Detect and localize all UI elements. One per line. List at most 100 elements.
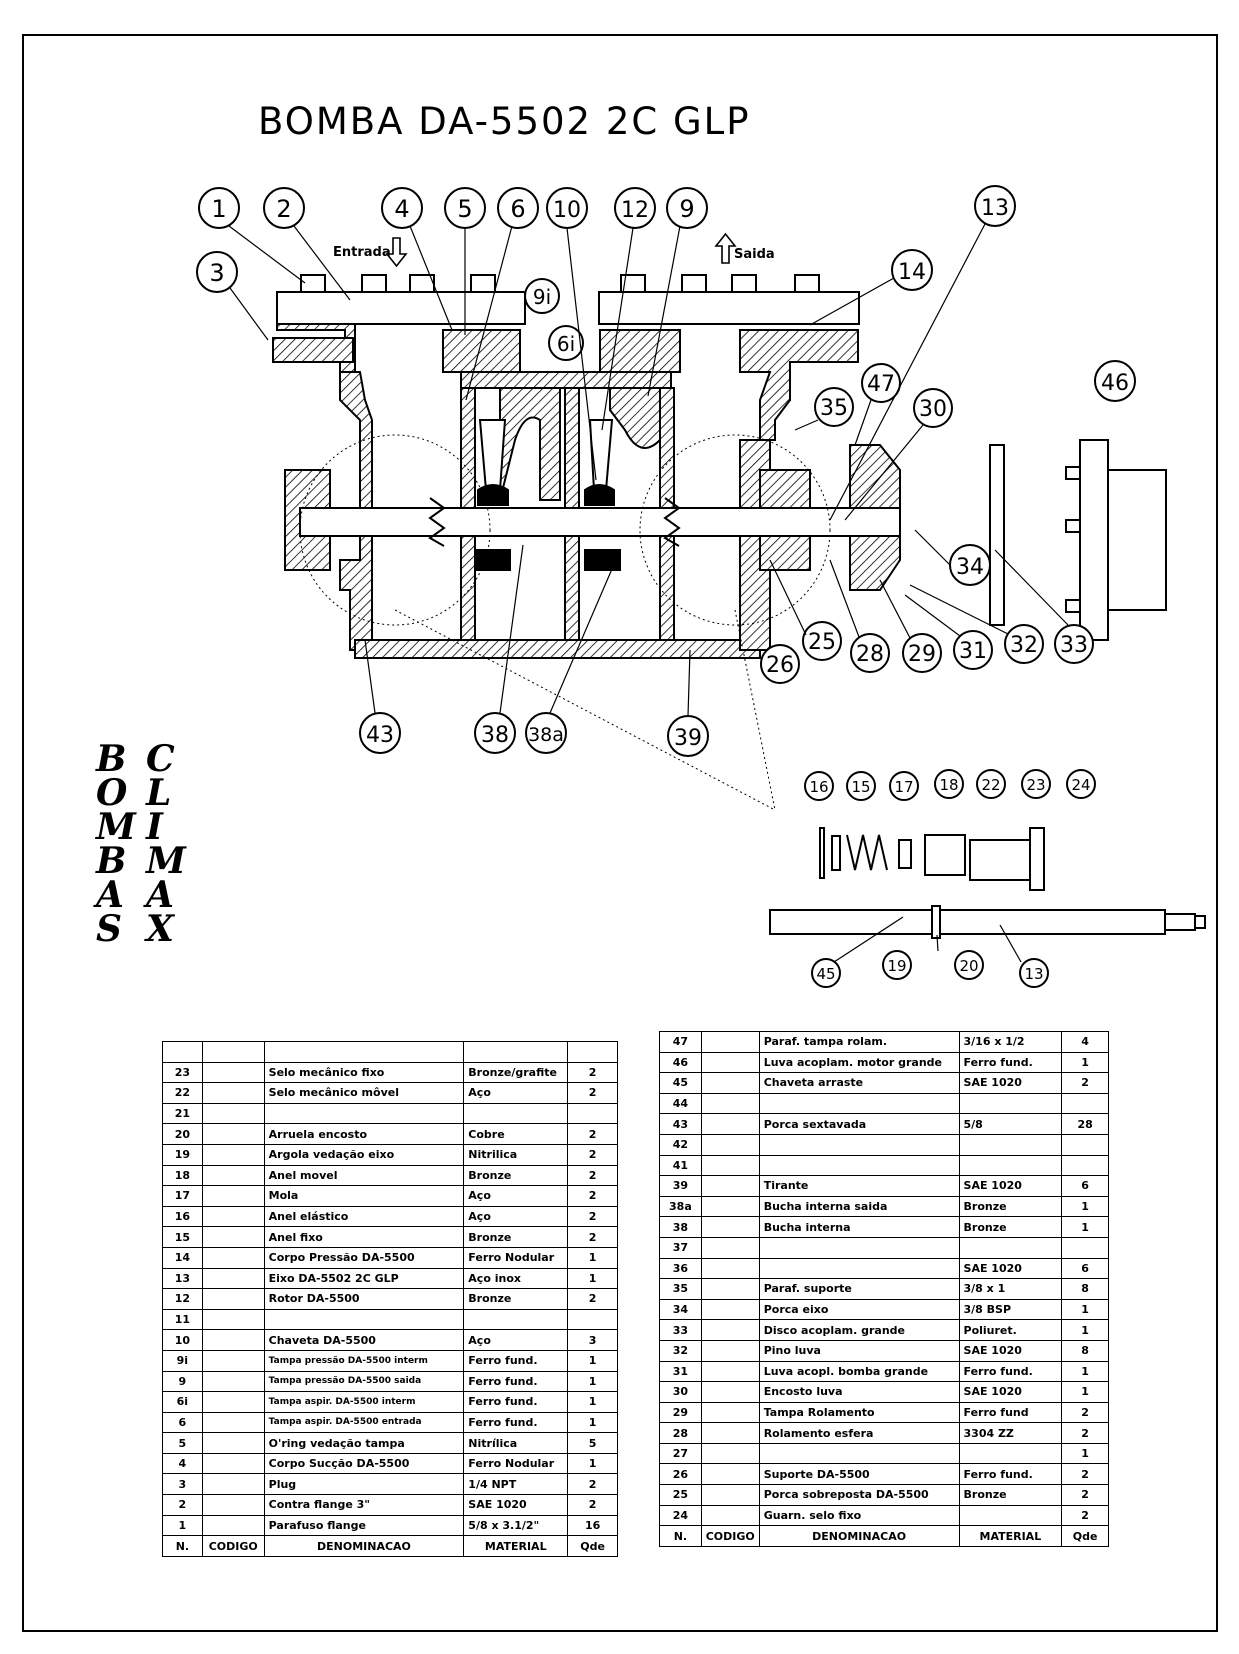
cell-qty [1061,1154,1109,1177]
cell-n: 32 [659,1339,702,1362]
cell-material [958,1442,1063,1465]
cell-codigo [700,1298,760,1321]
svg-text:26: 26 [766,653,794,678]
cell-desc: Contra flange 3" [263,1494,465,1516]
svg-text:12: 12 [621,198,649,223]
cell-n: 37 [659,1236,702,1259]
cell-n: 47 [659,1031,702,1053]
cell-n: 3 [162,1473,203,1496]
cell-qty: 2 [1061,1463,1109,1486]
cell-material [463,1102,569,1125]
cell-desc [263,1102,465,1125]
cell-codigo [201,1329,265,1351]
cell-qty [567,1041,618,1063]
cell-n [162,1041,203,1063]
cell-n: 36 [659,1257,702,1280]
balloon-38: 38 [474,712,516,754]
cell-material: 3/16 x 1/2 [958,1031,1063,1053]
cell-material: Bronze [463,1226,569,1248]
cell-desc [758,1257,960,1280]
cell-desc: Tampa aspir. DA-5500 interm [263,1391,465,1413]
cell-n: 9 [162,1370,203,1393]
cell-desc: Mola [263,1185,465,1207]
svg-text:2: 2 [276,195,291,223]
cell-material: Aço [463,1329,569,1351]
cell-n: 45 [659,1072,702,1094]
cell-desc: Anel fixo [263,1226,465,1248]
cell-desc: Plug [263,1473,465,1496]
cell-n: 27 [659,1442,702,1465]
svg-text:35: 35 [820,396,848,421]
cell-qty: 1 [1061,1195,1109,1218]
cell-qty: 2 [1061,1504,1109,1527]
balloon-1: 1 [198,187,240,229]
cell-material: Bronze [463,1288,569,1310]
cell-qty: 2 [567,1288,618,1310]
cell-n: 18 [162,1164,203,1187]
cell-n: 6 [162,1411,203,1434]
svg-text:29: 29 [908,642,936,667]
cell-codigo [201,1391,265,1413]
svg-text:13: 13 [1024,965,1043,983]
svg-text:5: 5 [457,195,472,223]
cell-n: 39 [659,1175,702,1197]
cell-n: 42 [659,1133,702,1156]
cell-qty: 1 [567,1391,618,1413]
cell-material: Nitrilica [463,1143,569,1166]
cell-qty: 2 [1061,1422,1109,1444]
cell-n: 21 [162,1102,203,1125]
cell-codigo [201,1514,265,1537]
cell-codigo [700,1339,760,1362]
cell-material: Bronze [958,1195,1063,1218]
cell-material: SAE 1020 [463,1494,569,1516]
cell-qty [1061,1092,1109,1115]
cell-n: 19 [162,1143,203,1166]
balloon-17: 17 [889,771,919,801]
balloon-29: 29 [902,633,942,673]
svg-text:30: 30 [919,397,947,422]
cell-qty: 1 [567,1246,618,1269]
cell-desc: Rolamento esfera [758,1422,960,1444]
cell-qty: 2 [567,1123,618,1145]
balloon-39: 39 [667,715,709,757]
cell-qty: 4 [1061,1031,1109,1053]
parts-row: 42 [659,1133,1109,1156]
cell-codigo [700,1236,760,1259]
cell-n: 30 [659,1381,702,1403]
balloon-14: 14 [891,249,933,291]
cell-desc: Tampa aspir. DA-5500 entrada [263,1411,465,1434]
cell-qty: 1 [1061,1381,1109,1403]
cell-material: Aço [463,1185,569,1207]
cell-n: 4 [162,1452,203,1475]
balloon-13-detail: 13 [1019,958,1049,988]
balloon-31: 31 [953,630,993,670]
cell-qty: 2 [567,1205,618,1228]
cell-desc: Anel elástico [263,1205,465,1228]
cell-desc: Arruela encosto [263,1123,465,1145]
balloon-2: 2 [263,187,305,229]
cell-material: 5/8 [958,1113,1063,1135]
cell-material: Ferro Nodular [463,1246,569,1269]
cell-codigo [201,1308,265,1331]
cell-n: 17 [162,1185,203,1207]
cell-n: 33 [659,1319,702,1341]
svg-text:45: 45 [816,965,835,983]
cell-qty: 2 [1061,1401,1109,1424]
cell-n: 38 [659,1216,702,1238]
cell-codigo [700,1154,760,1177]
